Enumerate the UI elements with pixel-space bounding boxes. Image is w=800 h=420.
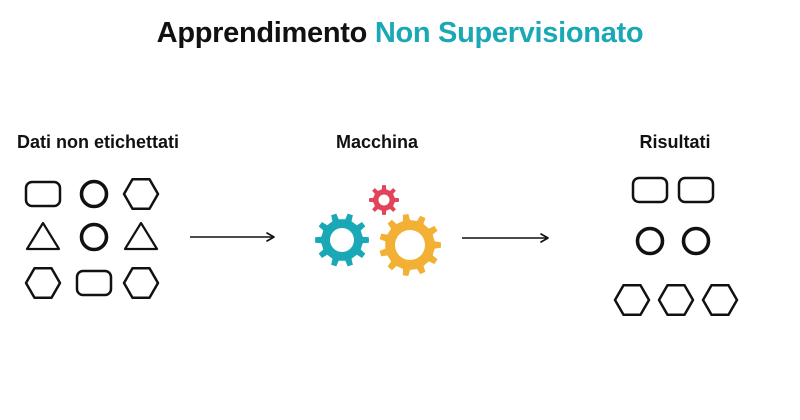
output-column-label: Risultati <box>639 132 711 152</box>
right-gear-icon <box>379 214 441 276</box>
triangle-shape <box>25 221 61 251</box>
rounded-rect-shape <box>24 180 62 208</box>
page-title: Apprendimento Non Supervisionato <box>0 17 800 50</box>
title-prefix: Apprendimento <box>156 17 375 49</box>
hexagon-shape <box>122 267 160 299</box>
hexagon-shape <box>657 284 695 316</box>
hexagon-shape <box>122 178 160 210</box>
small-gear-icon <box>369 185 399 215</box>
rounded-rect-shape <box>631 176 669 204</box>
triangle-shape <box>123 221 159 251</box>
machine-gears <box>315 185 441 276</box>
circle-shape <box>681 226 711 256</box>
input-column-label: Dati non etichettati <box>16 132 180 152</box>
machine-column-label: Macchina <box>335 132 419 152</box>
result-shapes <box>613 176 739 316</box>
circle-shape <box>79 179 109 209</box>
rounded-rect-shape <box>677 176 715 204</box>
hexagon-shape <box>24 267 62 299</box>
circle-shape <box>635 226 665 256</box>
title-accent: Non Supervisionato <box>374 17 644 49</box>
hexagon-shape <box>701 284 739 316</box>
circle-shape <box>79 222 109 252</box>
hexagon-shape <box>613 284 651 316</box>
left-gear-icon <box>315 213 369 267</box>
unlabeled-data-shapes <box>24 178 160 299</box>
rounded-rect-shape <box>75 269 113 297</box>
